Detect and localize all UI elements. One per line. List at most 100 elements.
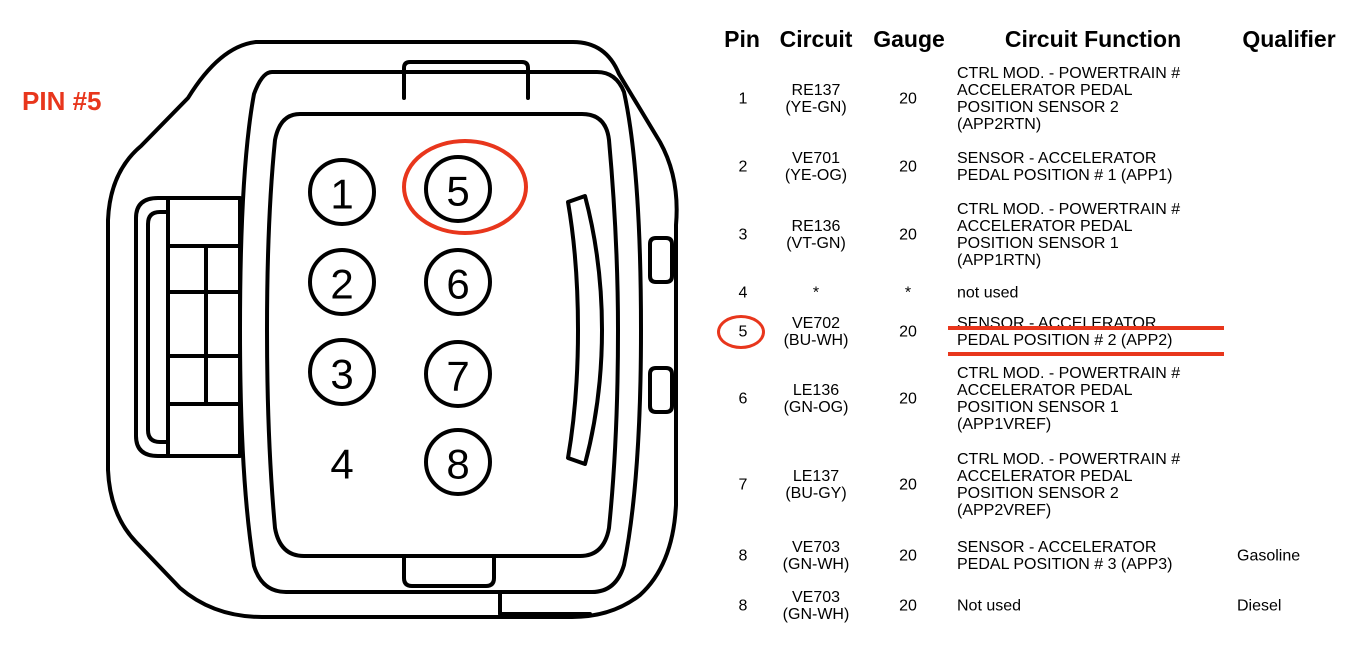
circuit-cell: LE136(GN-OG)	[764, 382, 868, 416]
pin-3-circle	[308, 338, 376, 406]
function-line: POSITION SENSOR 2	[957, 485, 1119, 502]
circuit-cell: RE136(VT-GN)	[764, 218, 868, 252]
pin-6-circle	[424, 248, 492, 316]
function-line: Not used	[957, 597, 1022, 615]
connector-outer-housing	[106, 40, 679, 619]
pin-2-number: 2	[330, 261, 353, 308]
table-header-row: Pin Circuit Gauge Circuit Function Quali…	[0, 26, 1370, 56]
circuit-line: RE137	[791, 82, 841, 99]
circuit-line: LE136	[792, 382, 840, 399]
circuit-cell: VE703(GN-WH)	[764, 539, 868, 573]
circuit-cell: LE137(BU-GY)	[764, 468, 868, 502]
circuit-line: (VT-GN)	[786, 235, 846, 252]
function-line: ACCELERATOR PEDAL	[957, 382, 1133, 399]
pin-8-7: 8	[424, 428, 492, 496]
gauge-cell: 20	[899, 476, 917, 494]
pin-cell: 4	[738, 284, 748, 302]
pin-5-number: 5	[446, 168, 469, 215]
function-cell: CTRL MOD. - POWERTRAIN #ACCELERATOR PEDA…	[957, 201, 1225, 269]
pin-cell: 6	[738, 390, 748, 408]
connector-pin-cavity	[265, 112, 620, 558]
function-cell: not used	[957, 285, 1225, 302]
pin-4-6: 4	[330, 441, 353, 488]
circuit-cell: VE703(GN-WH)	[764, 589, 868, 623]
locking-lever-assembly	[134, 196, 242, 458]
pin-cell: 7	[738, 476, 748, 494]
function-cell: CTRL MOD. - POWERTRAIN #ACCELERATOR PEDA…	[957, 451, 1225, 519]
pin-2-2: 2	[308, 248, 376, 316]
function-line: (APP2RTN)	[957, 116, 1042, 133]
pin-cell: 3	[738, 226, 748, 244]
pin-5-function-highlight-line-2	[948, 352, 1224, 356]
pin-1-number: 1	[330, 171, 353, 218]
function-line: PEDAL POSITION # 2 (APP2)	[957, 332, 1173, 349]
gauge-cell: 20	[899, 90, 917, 108]
pin-5-function-highlight-line-1	[948, 326, 1224, 330]
circuit-line: VE703	[791, 589, 841, 606]
header-pin: Pin	[724, 26, 760, 52]
circuit-line: (BU-WH)	[783, 332, 849, 349]
circuit-line: (GN-WH)	[782, 606, 850, 623]
function-line: ACCELERATOR PEDAL	[957, 468, 1133, 485]
circuit-cell: RE137(YE-GN)	[764, 82, 868, 116]
pin-8-number: 8	[446, 441, 469, 488]
header-circuit: Circuit	[779, 26, 853, 52]
gauge-cell: 20	[899, 390, 917, 408]
pin-cell: 2	[738, 158, 748, 176]
circuit-cell: VE701(YE-OG)	[764, 150, 868, 184]
pin-1-0: 1	[308, 158, 376, 226]
gauge-cell: *	[904, 284, 912, 302]
function-line: ACCELERATOR PEDAL	[957, 218, 1133, 235]
pin-cell: 8	[738, 547, 748, 565]
function-line: not used	[957, 284, 1019, 302]
pin-callout-label: PIN #5	[22, 86, 102, 116]
table-row: 7 LE137(BU-GY) 20 CTRL MOD. - POWERTRAIN #A…	[0, 446, 1370, 524]
bottom-latch-tab-right	[498, 590, 592, 616]
header-gauge: Gauge	[873, 26, 945, 52]
pin-7-5: 7	[424, 340, 492, 408]
pin-5-circle	[424, 155, 492, 223]
function-line: (APP1VREF)	[957, 416, 1052, 433]
function-line: POSITION SENSOR 2	[957, 99, 1119, 116]
function-line: PEDAL POSITION # 3 (APP3)	[957, 556, 1173, 573]
function-line: CTRL MOD. - POWERTRAIN #	[957, 65, 1181, 82]
circuit-line: (GN-WH)	[782, 556, 850, 573]
gauge-cell: 20	[899, 323, 917, 341]
pin-3-4: 3	[308, 338, 376, 406]
circuit-line: VE702	[791, 315, 841, 332]
circuit-cell: *	[764, 285, 868, 302]
pin-cell: 1	[738, 90, 748, 108]
pin-5-highlight-ring	[402, 139, 528, 235]
pin-6-number: 6	[446, 261, 469, 308]
circuit-line: VE703	[791, 539, 841, 556]
function-line: POSITION SENSOR 1	[957, 235, 1119, 252]
circuit-cell: VE702(BU-WH)	[764, 315, 868, 349]
circuit-line: RE136	[791, 218, 841, 235]
keying-rib	[566, 194, 604, 466]
table-row: 4 * * not used	[0, 282, 1370, 304]
circuit-line: (BU-GY)	[785, 485, 847, 502]
pin-2-circle	[308, 248, 376, 316]
function-cell: Not used	[957, 598, 1225, 615]
gauge-cell: 20	[899, 158, 917, 176]
function-line: (APP1RTN)	[957, 252, 1042, 269]
pin-6-3: 6	[424, 248, 492, 316]
qualifier-cell: Diesel	[1237, 597, 1282, 615]
pin-5-1: 5	[424, 155, 492, 223]
connector-inner-body	[238, 70, 643, 594]
pin-7-circle	[424, 340, 492, 408]
function-line: SENSOR - ACCELERATOR	[957, 539, 1157, 556]
gauge-cell: 20	[899, 597, 917, 615]
circuit-line: (YE-OG)	[784, 167, 848, 184]
qualifier-cell: Gasoline	[1237, 547, 1301, 565]
function-line: CTRL MOD. - POWERTRAIN #	[957, 451, 1181, 468]
